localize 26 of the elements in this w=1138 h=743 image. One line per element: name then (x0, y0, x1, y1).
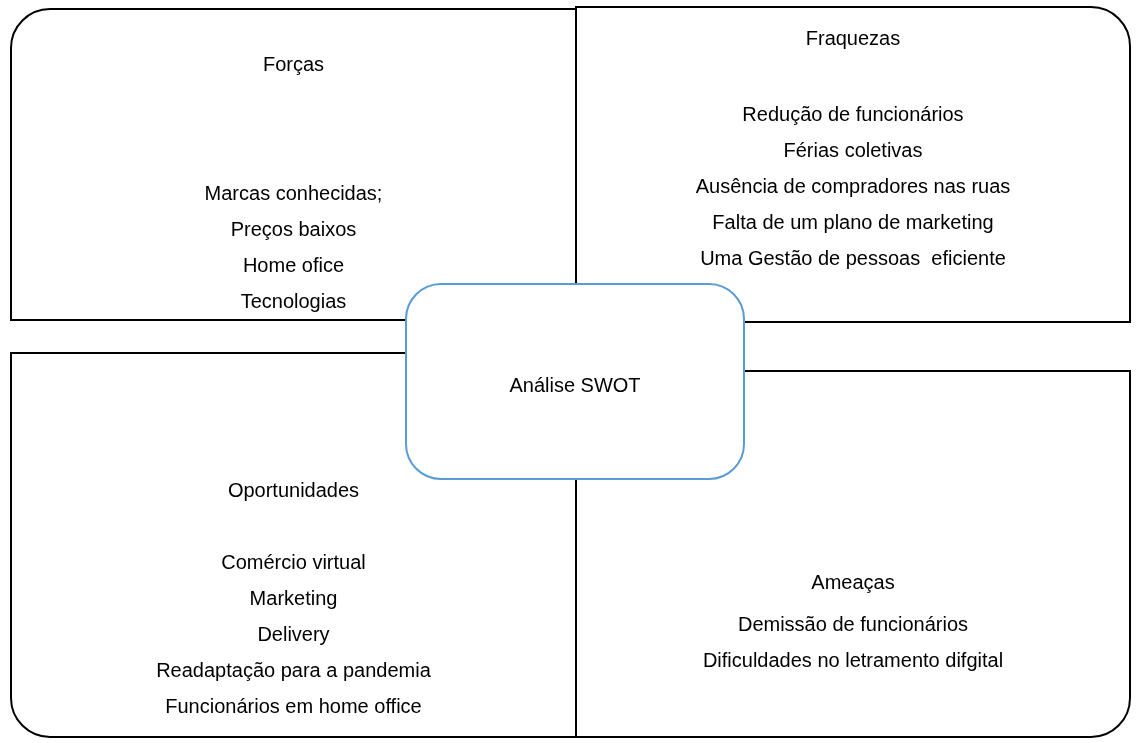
quadrant-panel (10, 8, 577, 321)
list-item: Uma Gestão de pessoas eficiente (700, 246, 1006, 271)
quadrant-panel (575, 6, 1131, 323)
quadrant-panel (575, 370, 1131, 738)
quadrant-panel (10, 352, 577, 738)
list-item: Demissão de funcionários (737, 612, 969, 637)
list-item: Funcionários em home office (165, 694, 422, 719)
quadrant-heading: Ameaças (811, 570, 895, 595)
quadrant-heading: Forças (262, 52, 325, 77)
list-item: Home ofice (242, 253, 345, 278)
list-item: Preços baixos (230, 217, 357, 242)
list-item: Comércio virtual (221, 550, 366, 575)
center-title: Análise SWOT (509, 373, 641, 398)
list-item: Marketing (249, 586, 338, 611)
list-item: Dificuldades no letramento difgital (702, 648, 1004, 673)
list-item: Redução de funcionários (742, 102, 964, 127)
list-item: Falta de um plano de marketing (712, 210, 994, 235)
list-item: Ausência de compradores nas ruas (695, 174, 1011, 199)
quadrant-heading: Fraquezas (805, 26, 901, 51)
list-item: Férias coletivas (783, 138, 923, 163)
center-box (405, 283, 745, 480)
list-item: Readaptação para a pandemia (156, 658, 431, 683)
list-item: Delivery (257, 622, 330, 647)
quadrant-heading: Oportunidades (227, 478, 360, 503)
list-item: Marcas conhecidas; (204, 181, 383, 206)
list-item: Tecnologias (240, 289, 347, 314)
